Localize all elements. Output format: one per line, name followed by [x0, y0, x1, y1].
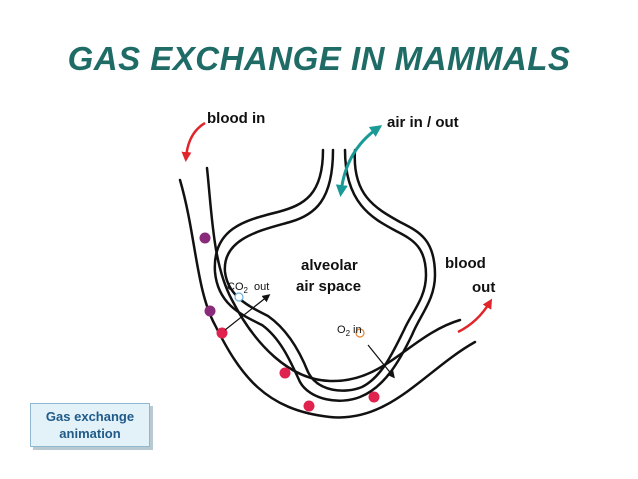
- air-in-out-arrow: [335, 125, 383, 197]
- co2-out-arrow: [224, 294, 271, 331]
- blood-in-arrow: [181, 121, 206, 162]
- alveolus-outer-wall: [213, 148, 437, 402]
- o2-bubble: [355, 328, 365, 338]
- blood-cell-purple: [204, 305, 216, 317]
- alveolus-inner-wall: [223, 148, 428, 392]
- co2-label-sub: 2: [244, 286, 249, 295]
- blood-out-label-line2: out: [472, 279, 495, 296]
- capillary-inner-wall: [205, 166, 462, 383]
- blood-cell-purple: [199, 232, 211, 244]
- alveolar-label-line1: alveolar: [301, 257, 358, 274]
- gas-exchange-animation-button[interactable]: Gas exchange animation: [30, 403, 150, 447]
- alveolar-label-line2: air space: [296, 278, 361, 295]
- o2-in-arrow: [367, 344, 395, 379]
- capillary: [178, 166, 477, 419]
- blood-out-label-line1: blood: [445, 255, 486, 272]
- blood-out-arrow: [457, 298, 493, 334]
- co2-out-label: CO2 out: [227, 281, 269, 295]
- blood-cells: [199, 232, 380, 412]
- blood-cell-red: [279, 367, 291, 379]
- capillary-outer-wall: [178, 178, 477, 419]
- blood-in-label: blood in: [207, 110, 265, 127]
- co2-label-suffix: out: [254, 281, 269, 293]
- blood-cell-red: [216, 327, 228, 339]
- o2-label-suffix: in: [353, 324, 362, 336]
- blood-cell-red: [368, 391, 380, 403]
- co2-bubble: [234, 292, 244, 302]
- page-title: GAS EXCHANGE IN MAMMALS: [67, 40, 571, 77]
- o2-label-sub: 2: [346, 329, 351, 338]
- alveolus: [213, 148, 437, 402]
- co2-label-prefix: CO: [227, 281, 244, 293]
- blood-cell-red: [303, 400, 315, 412]
- o2-label-prefix: O: [337, 324, 346, 336]
- air-in-out-label: air in / out: [387, 114, 459, 131]
